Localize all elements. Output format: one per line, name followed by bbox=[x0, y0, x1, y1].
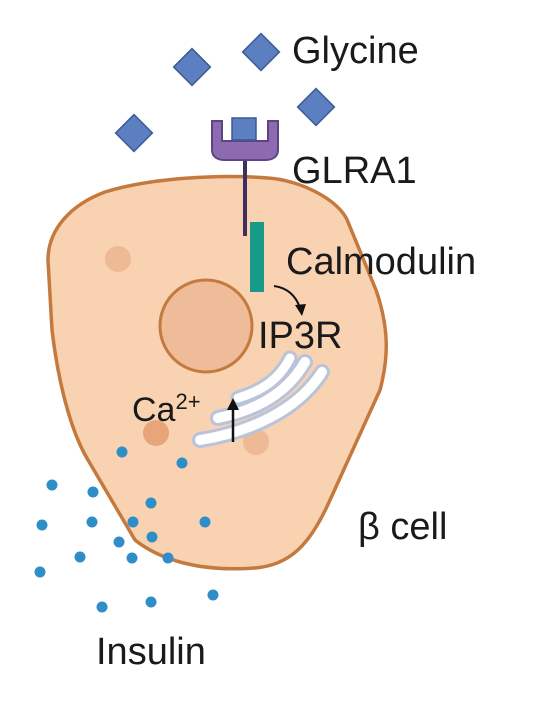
bound-glycine-icon bbox=[231, 117, 257, 141]
beta-cell-body bbox=[46, 174, 389, 571]
glycine-molecule-icon bbox=[114, 113, 154, 153]
insulin-granule-icon bbox=[36, 519, 48, 531]
glra1-label: GLRA1 bbox=[292, 150, 417, 192]
ip3r-label: IP3R bbox=[258, 315, 343, 357]
calcium-label: Ca2+ bbox=[132, 391, 201, 429]
organelle bbox=[243, 429, 269, 455]
calcium-charge: 2+ bbox=[175, 389, 201, 414]
insulin-granule-icon bbox=[207, 589, 219, 601]
nucleus bbox=[158, 278, 254, 374]
insulin-granules bbox=[34, 446, 219, 613]
calcium-symbol: Ca bbox=[132, 391, 176, 429]
organelle bbox=[143, 420, 169, 446]
calmodulin-to-ip3r-arrow-icon bbox=[273, 285, 306, 316]
calmodulin-label: Calmodulin bbox=[286, 241, 477, 283]
insulin-granule-icon bbox=[86, 516, 98, 528]
insulin-label: Insulin bbox=[96, 631, 206, 673]
insulin-granule-icon bbox=[127, 516, 139, 528]
glycine-molecule-icon bbox=[172, 47, 212, 87]
calmodulin-icon bbox=[250, 222, 264, 292]
glycine-label: Glycine bbox=[292, 30, 419, 72]
insulin-granule-icon bbox=[176, 457, 188, 469]
insulin-granule-icon bbox=[34, 566, 46, 578]
insulin-granule-icon bbox=[113, 536, 125, 548]
organelle bbox=[105, 246, 131, 272]
er-icon bbox=[192, 350, 330, 448]
insulin-granule-icon bbox=[126, 552, 138, 564]
beta-cell-label: β cell bbox=[358, 506, 448, 548]
insulin-granule-icon bbox=[46, 479, 58, 491]
insulin-granule-icon bbox=[199, 516, 211, 528]
insulin-granule-icon bbox=[96, 601, 108, 613]
insulin-granule-icon bbox=[145, 596, 157, 608]
insulin-granule-icon bbox=[146, 531, 158, 543]
glra1-receptor-icon bbox=[211, 120, 279, 161]
insulin-granule-icon bbox=[87, 486, 99, 498]
glycine-molecule-icon bbox=[296, 87, 336, 127]
insulin-granule-icon bbox=[162, 552, 174, 564]
insulin-granule-icon bbox=[74, 551, 86, 563]
insulin-granule-icon bbox=[116, 446, 128, 458]
calcium-arrow-icon bbox=[227, 398, 239, 442]
glycine-molecule-icon bbox=[241, 32, 281, 72]
insulin-granule-icon bbox=[145, 497, 157, 509]
